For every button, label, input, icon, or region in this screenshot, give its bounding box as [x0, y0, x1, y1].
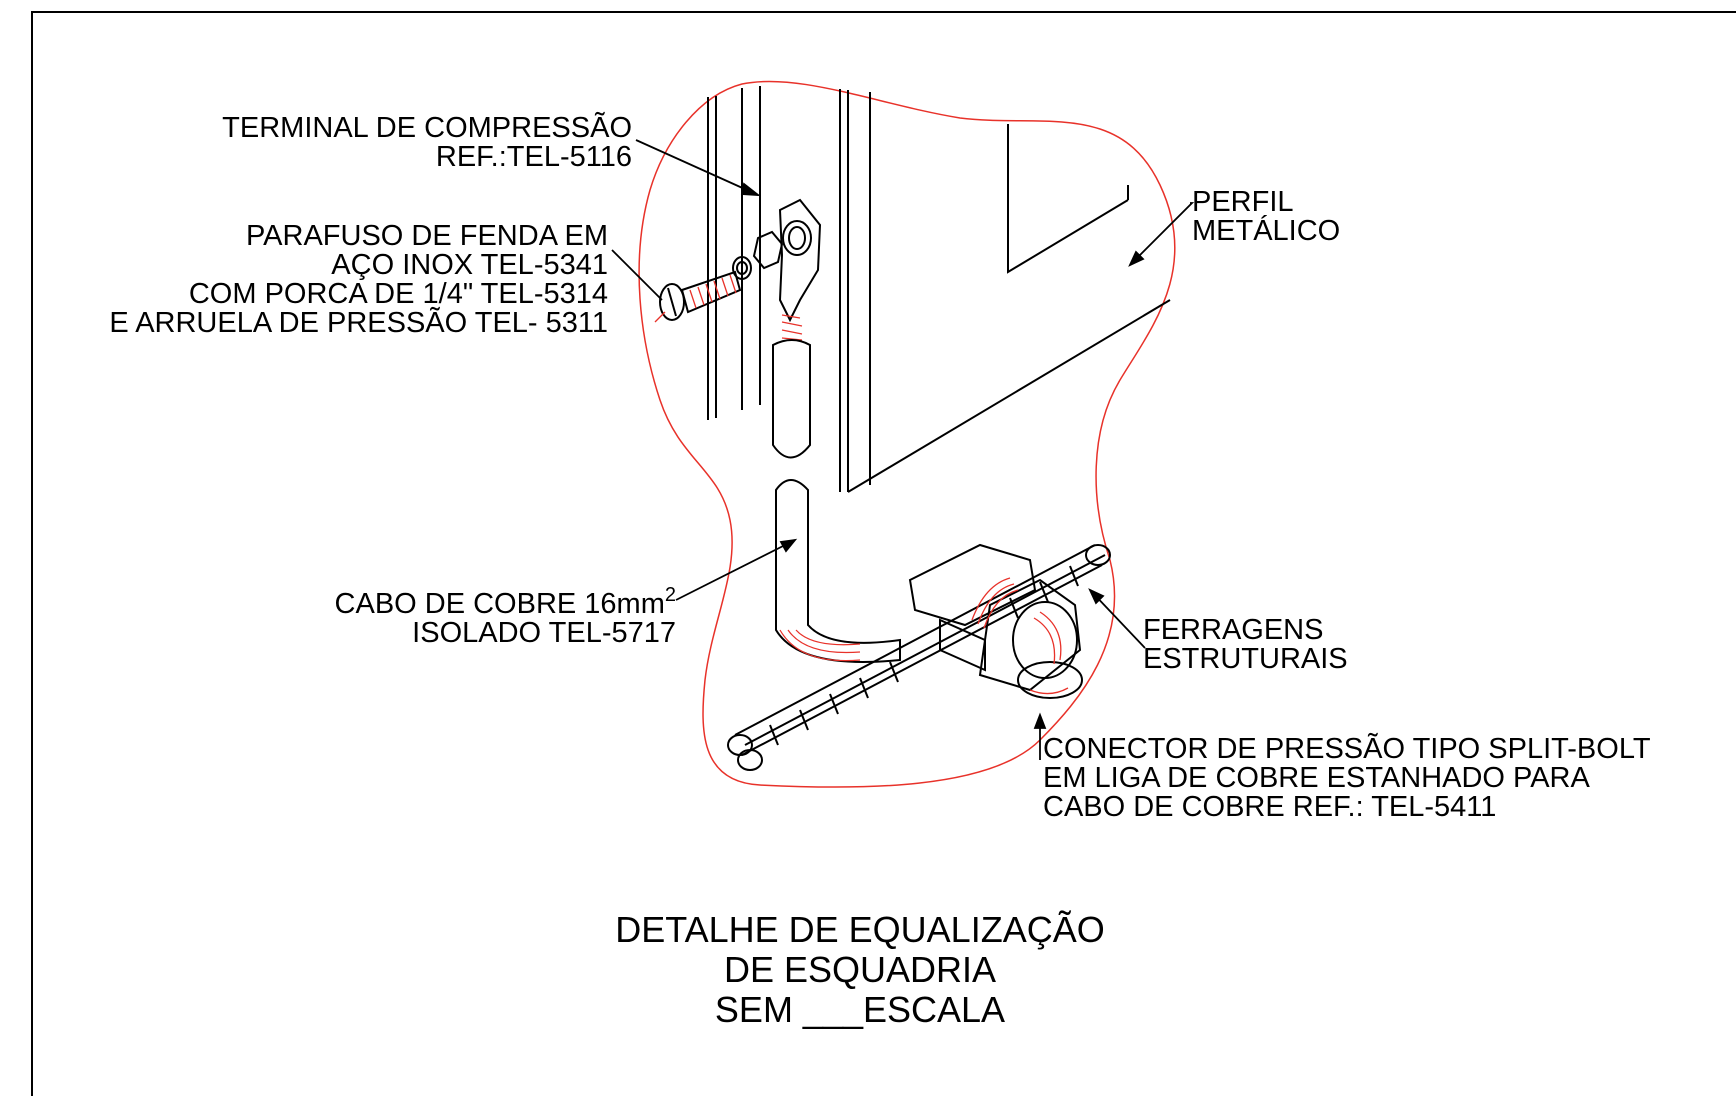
label-cabo-line1: CABO DE COBRE 16mm	[334, 588, 665, 620]
label-parafuso-line1: PARAFUSO DE FENDA EM	[245, 220, 608, 252]
label-terminal-line2: REF.:TEL-5116	[435, 141, 632, 173]
detail-cloud-outline	[638, 80, 1176, 788]
insulated-cable-drawing	[772, 339, 901, 663]
cable-copper-strands	[779, 629, 861, 662]
label-parafuso-line4: E ARRUELA DE PRESSÃO TEL- 5311	[109, 307, 608, 339]
drawing-scale-note: SEM ___ESCALA	[714, 989, 1006, 1030]
label-terminal-line1: TERMINAL DE COMPRESSÃO	[222, 112, 632, 144]
terminal-copper-strands	[781, 314, 803, 341]
leader-screw	[611, 249, 663, 301]
drawing-title: DETALHE DE EQUALIZAÇÃO DE ESQUADRIA SEM …	[560, 910, 1160, 1030]
leader-perfil	[1129, 202, 1195, 266]
label-perfil: PERFIL METÁLICO	[1192, 188, 1340, 246]
label-ferragens-line2: ESTRUTURAIS	[1143, 643, 1348, 675]
label-ferragens: FERRAGENS ESTRUTURAIS	[1143, 616, 1348, 674]
label-parafuso-line2: AÇO INOX TEL-5341	[331, 249, 608, 281]
label-conector-line1: CONECTOR DE PRESSÃO TIPO SPLIT-BOLT	[1043, 733, 1651, 765]
leader-lines	[611, 139, 1195, 760]
label-conector-line2: EM LIGA DE COBRE ESTANHADO PARA	[1043, 762, 1590, 794]
label-perfil-line2: METÁLICO	[1192, 215, 1341, 247]
label-parafuso-line3: COM PORCA DE 1/4" TEL-5314	[188, 278, 608, 310]
leader-terminal	[635, 139, 759, 196]
label-ferragens-line1: FERRAGENS	[1143, 614, 1324, 646]
label-conector: CONECTOR DE PRESSÃO TIPO SPLIT-BOLT EM L…	[1043, 735, 1651, 822]
label-parafuso: PARAFUSO DE FENDA EM AÇO INOX TEL-5341 C…	[109, 222, 608, 338]
structural-bars-drawing	[727, 544, 1111, 771]
split-bolt-connector-drawing	[908, 543, 1083, 699]
label-cabo-line2: ISOLADO TEL-5717	[412, 617, 676, 649]
drawing-title-line1: DETALHE DE EQUALIZAÇÃO	[615, 909, 1105, 950]
label-perfil-line1: PERFIL	[1192, 186, 1294, 218]
screw-drawing	[659, 270, 742, 321]
leader-cable	[675, 539, 796, 601]
drawing-border	[31, 11, 1736, 1096]
label-conector-line3: CABO DE COBRE REF.: TEL-5411	[1043, 791, 1497, 823]
connector-copper	[971, 577, 1069, 695]
label-cabo: CABO DE COBRE 16mm2 ISOLADO TEL-5717	[335, 581, 676, 648]
drawing-title-line2: DE ESQUADRIA	[723, 949, 997, 990]
bar-rings	[769, 565, 1079, 746]
compression-terminal-drawing	[732, 198, 822, 323]
label-terminal: TERMINAL DE COMPRESSÃO REF.:TEL-5116	[222, 114, 632, 172]
metal-profile-drawing	[707, 86, 1171, 493]
screw-thread	[654, 274, 737, 323]
label-cabo-superscript: 2	[664, 584, 676, 606]
